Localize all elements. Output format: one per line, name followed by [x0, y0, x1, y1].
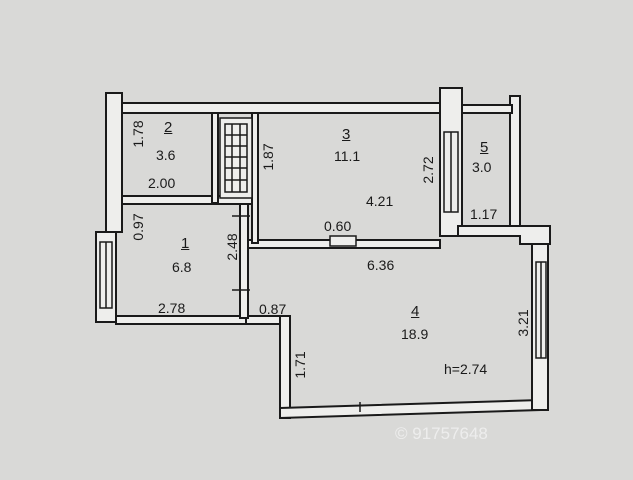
- room-5-area: 3.0: [472, 159, 492, 175]
- room-5-number: 5: [480, 139, 489, 156]
- room-1-number: 1: [181, 235, 190, 252]
- room-3-area: 11.1: [334, 148, 361, 164]
- inner-walls: [121, 112, 441, 319]
- dimension-2-72: 2.72: [420, 156, 436, 184]
- dimension-2-48: 2.48: [224, 233, 240, 261]
- dimension-2-78: 2.78: [158, 300, 186, 316]
- room-4-number: 4: [411, 303, 420, 320]
- dimension-ticks: [232, 215, 361, 412]
- dimension-1-87: 1.87: [260, 143, 276, 171]
- dimension-2-00: 2.00: [148, 175, 176, 191]
- dimension-1-78: 1.78: [130, 120, 146, 148]
- vent-shaft: [219, 117, 253, 199]
- door-opening: [329, 235, 357, 247]
- room-3-number: 3: [342, 126, 351, 143]
- room-4-area: 18.9: [401, 326, 429, 342]
- windows: [99, 131, 547, 359]
- dimension-1-17: 1.17: [470, 206, 498, 222]
- watermark: © 91757648: [395, 424, 488, 443]
- dimension-4-21: 4.21: [366, 193, 394, 209]
- ceiling-height: h=2.74: [444, 361, 488, 377]
- dimension-1-71: 1.71: [292, 351, 308, 379]
- dimension-0-60: 0.60: [324, 218, 352, 234]
- dimension-0-87: 0.87: [259, 301, 287, 317]
- room-2-number: 2: [164, 119, 173, 136]
- dimension-0-97: 0.97: [130, 213, 146, 241]
- dimension-6-36: 6.36: [367, 257, 395, 273]
- room-2-area: 3.6: [156, 147, 176, 163]
- room-1-area: 6.8: [172, 259, 192, 275]
- dimension-3-21: 3.21: [515, 309, 531, 337]
